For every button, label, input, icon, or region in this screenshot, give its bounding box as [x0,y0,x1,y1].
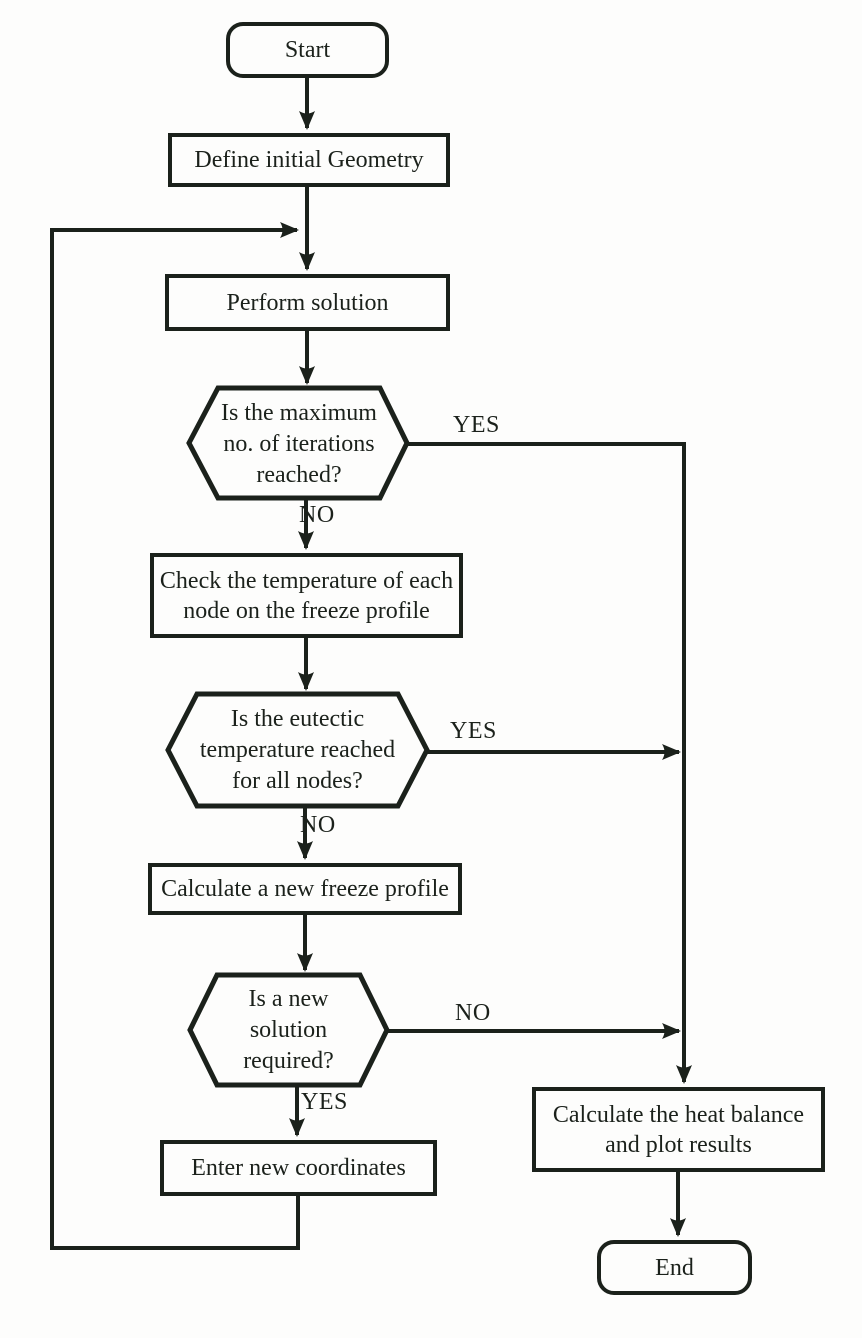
new-solution-no-label: NO [455,1000,491,1026]
max-iterations-yes-label: YES [453,412,500,438]
check-temperature-node: Check the temperature of each node on th… [150,553,463,638]
edge-max-iterations-yes-to-heat-balance [407,442,692,1084]
eutectic-no-label: NO [300,812,336,838]
end-node: End [597,1240,752,1295]
eutectic-yes-label: YES [450,718,497,744]
enter-coordinates-node: Enter new coordinates [160,1140,437,1196]
new-solution-decision-shape [187,972,390,1088]
start-node: Start [226,22,389,78]
max-iterations-decision-shape [186,385,410,501]
calc-heat-balance-node: Calculate the heat balance and plot resu… [532,1087,825,1172]
max-iterations-decision-label: Is the maximum no. of iterations reached… [221,399,377,488]
edge-loop-back-to-perform [50,222,300,1250]
calc-freeze-profile-node: Calculate a new freeze profile [148,863,462,915]
define-geometry-node: Define initial Geometry [168,133,450,187]
eutectic-decision-label: Is the eutectic temperature reached for … [199,705,396,794]
eutectic-decision-shape [165,691,430,809]
max-iterations-no-label: NO [299,502,335,528]
new-solution-decision-label: Is a new solution required? [243,985,334,1074]
new-solution-yes-label: YES [301,1089,348,1115]
perform-solution-node: Perform solution [165,274,450,331]
